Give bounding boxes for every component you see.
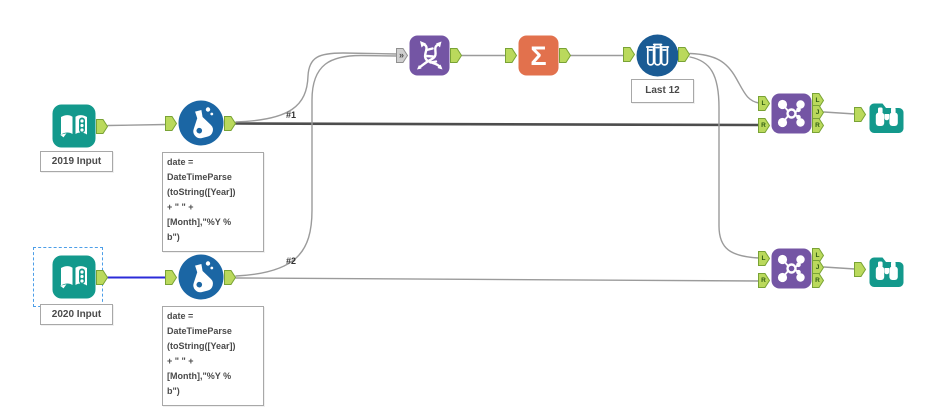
anchor-label: R: [761, 121, 766, 129]
wire-formula1-to-union-1[interactable]: [235, 52, 398, 123]
join1-output-anchor-J[interactable]: J: [812, 105, 825, 120]
formula1-input-anchor[interactable]: [165, 116, 178, 131]
tool-union[interactable]: [409, 35, 450, 76]
tool-browse-2[interactable]: [867, 251, 906, 290]
browse2-input-anchor[interactable]: [854, 261, 867, 277]
tool-input-data-2020[interactable]: [52, 255, 96, 299]
formula2-input-anchor[interactable]: [165, 270, 178, 285]
anchor-label: J: [815, 264, 820, 271]
join2-output-anchor-R[interactable]: R: [812, 272, 825, 288]
join1-input-anchor-L[interactable]: L: [758, 95, 771, 111]
join1-input-anchor-R[interactable]: R: [758, 117, 771, 133]
join1-output-anchor-R[interactable]: R: [812, 117, 825, 133]
anchor-label: L: [761, 99, 766, 107]
formula1-annotation[interactable]: date = DateTimeParse (toString([Year]) +…: [162, 152, 264, 252]
connection-label-2[interactable]: #2: [286, 256, 297, 266]
join2-input-anchor-L[interactable]: L: [758, 250, 771, 266]
sample-output-anchor[interactable]: [678, 47, 691, 62]
anchor-label: J: [815, 109, 820, 116]
tool-formula-2019[interactable]: [178, 100, 224, 146]
multi-input-glyph: »: [398, 50, 404, 60]
summarize-sigma-icon: [518, 35, 559, 76]
tool-input-data-2019[interactable]: [52, 104, 96, 148]
tool-formula-2020[interactable]: [178, 254, 224, 300]
input2019-label[interactable]: 2019 Input: [40, 151, 113, 172]
join-molecule-icon: [771, 248, 812, 289]
formula1-output-anchor[interactable]: [224, 116, 237, 131]
wire-formula2-to-union-2[interactable]: [235, 54, 398, 277]
union-multi-input-anchor[interactable]: »: [396, 48, 409, 63]
summarize-output-anchor[interactable]: [559, 48, 572, 63]
tool-browse-1[interactable]: [867, 97, 906, 136]
input2020-output-anchor[interactable]: [96, 270, 109, 285]
tool-sample[interactable]: [636, 34, 679, 77]
wire-join2-J-to-browse2[interactable]: [823, 266, 856, 270]
tool-summarize[interactable]: Σ: [518, 35, 559, 76]
union-output-anchor[interactable]: [450, 48, 463, 63]
sample-annotation[interactable]: Last 12: [631, 79, 694, 103]
summarize-input-anchor[interactable]: [505, 48, 518, 63]
join2-output-anchor-L[interactable]: L: [812, 247, 825, 263]
join-molecule-icon: [771, 93, 812, 134]
wire-formula1-to-join1-R[interactable]: [234, 122, 761, 127]
anchor-label: R: [761, 277, 766, 284]
join1-output-anchor-L[interactable]: L: [812, 92, 825, 108]
browse1-input-anchor[interactable]: [854, 106, 867, 122]
input2020-label[interactable]: 2020 Input: [40, 304, 113, 325]
join2-input-anchor-R[interactable]: R: [758, 273, 771, 288]
anchor-label: R: [815, 121, 820, 129]
formula2-output-anchor[interactable]: [224, 270, 237, 285]
join2-output-anchor-J[interactable]: J: [812, 260, 825, 275]
anchor-label: R: [815, 276, 820, 284]
wire-sample-to-join2-L[interactable]: [689, 56, 760, 259]
sample-test-tubes-icon: [636, 34, 679, 77]
wire-input2019-to-formula1[interactable]: [107, 123, 167, 127]
connection-label-1[interactable]: #1: [286, 110, 297, 120]
wire-sample-to-join1-L[interactable]: [689, 52, 760, 104]
input2019-output-anchor[interactable]: [96, 119, 109, 134]
wire-join1-J-to-browse1[interactable]: [823, 111, 856, 115]
input-data-icon: [52, 104, 96, 148]
sigma-glyph: Σ: [530, 41, 546, 71]
anchor-label: L: [815, 96, 820, 104]
tool-join-1[interactable]: [771, 93, 812, 134]
formula2-annotation[interactable]: date = DateTimeParse (toString([Year]) +…: [162, 306, 264, 406]
wire-formula2-to-join2-R[interactable]: [235, 277, 760, 282]
input-data-icon: [52, 255, 96, 299]
anchor-label: L: [761, 254, 766, 262]
tool-join-2[interactable]: [771, 248, 812, 289]
sample-input-anchor[interactable]: [623, 47, 636, 62]
anchor-label: L: [815, 251, 820, 259]
